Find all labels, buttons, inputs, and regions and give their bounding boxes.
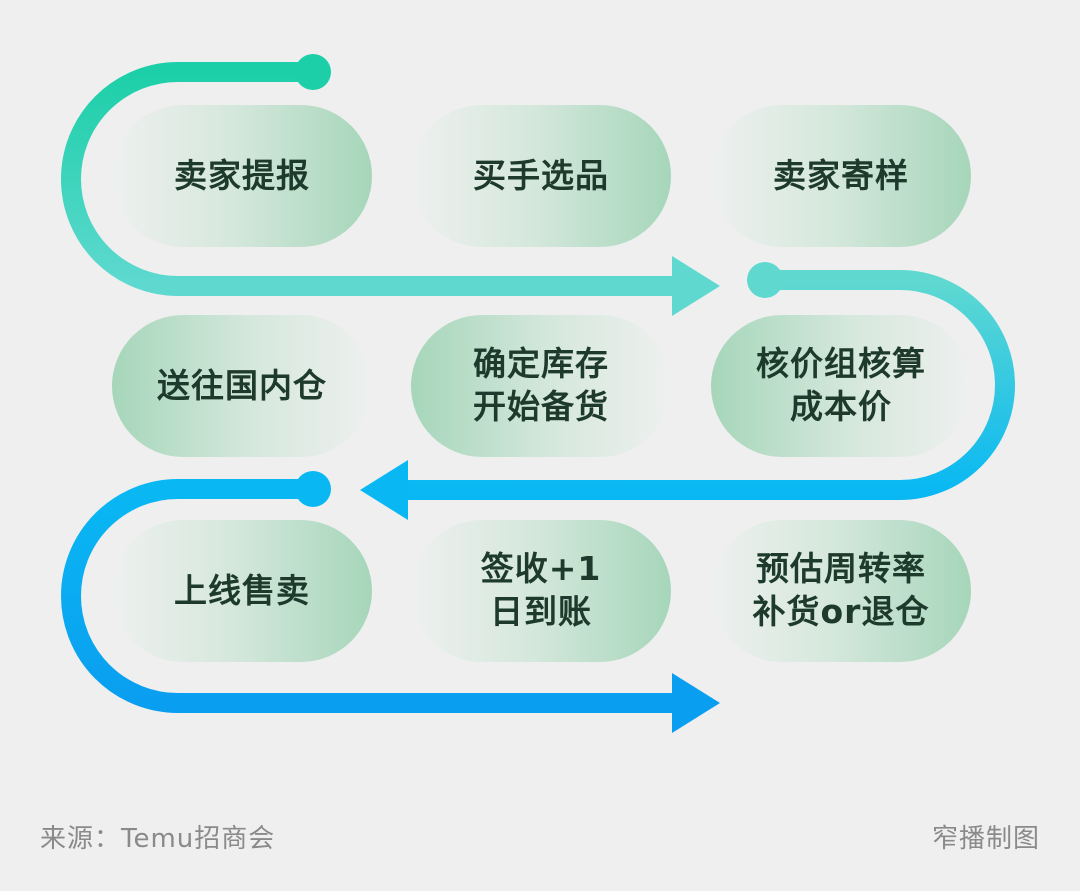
- step-submit: 卖家提报: [112, 105, 372, 247]
- step-confirm-stock: 确定库存 开始备货: [411, 315, 671, 457]
- step-label-line-1: 预估周转率: [756, 549, 926, 589]
- credit-note: 窄播制图: [931, 824, 1040, 854]
- step-label: 买手选品: [473, 155, 609, 195]
- flow-start-dot-3: [295, 471, 331, 507]
- flow-arrow-3: [672, 673, 720, 733]
- step-label: 卖家寄样: [773, 155, 909, 195]
- step-label-line-2: 日到账: [490, 592, 592, 631]
- flow-arrow-1: [672, 256, 720, 316]
- step-label-line-2: 补货or退仓: [752, 592, 930, 631]
- step-price-check: 核价组核算 成本价: [711, 315, 971, 457]
- flow-start-dot-2: [747, 262, 783, 298]
- flow-segment-2: [390, 270, 1015, 500]
- step-label: 送往国内仓: [157, 365, 327, 405]
- source-note: 来源：Temu招商会: [40, 824, 276, 854]
- step-label: 卖家提报: [174, 155, 310, 195]
- step-payment: 签收+1 日到账: [411, 520, 671, 662]
- step-buyer-select: 买手选品: [411, 105, 671, 247]
- step-label-line-1: 确定库存: [473, 344, 609, 384]
- step-label-line-2: 开始备货: [473, 387, 609, 426]
- step-label-line-1: 签收+1: [480, 549, 602, 589]
- flow-segment-1: [61, 62, 692, 296]
- flow-segment-3: [61, 479, 692, 713]
- flow-start-dot-1: [295, 54, 331, 90]
- flow-arrow-2: [360, 460, 408, 520]
- step-restock: 预估周转率 补货or退仓: [711, 520, 971, 662]
- step-label-line-2: 成本价: [790, 387, 892, 426]
- step-send-sample: 卖家寄样: [711, 105, 971, 247]
- step-go-live: 上线售卖: [112, 520, 372, 662]
- step-label: 上线售卖: [174, 570, 310, 610]
- step-label-line-1: 核价组核算: [756, 344, 926, 384]
- step-ship-warehouse: 送往国内仓: [112, 315, 372, 457]
